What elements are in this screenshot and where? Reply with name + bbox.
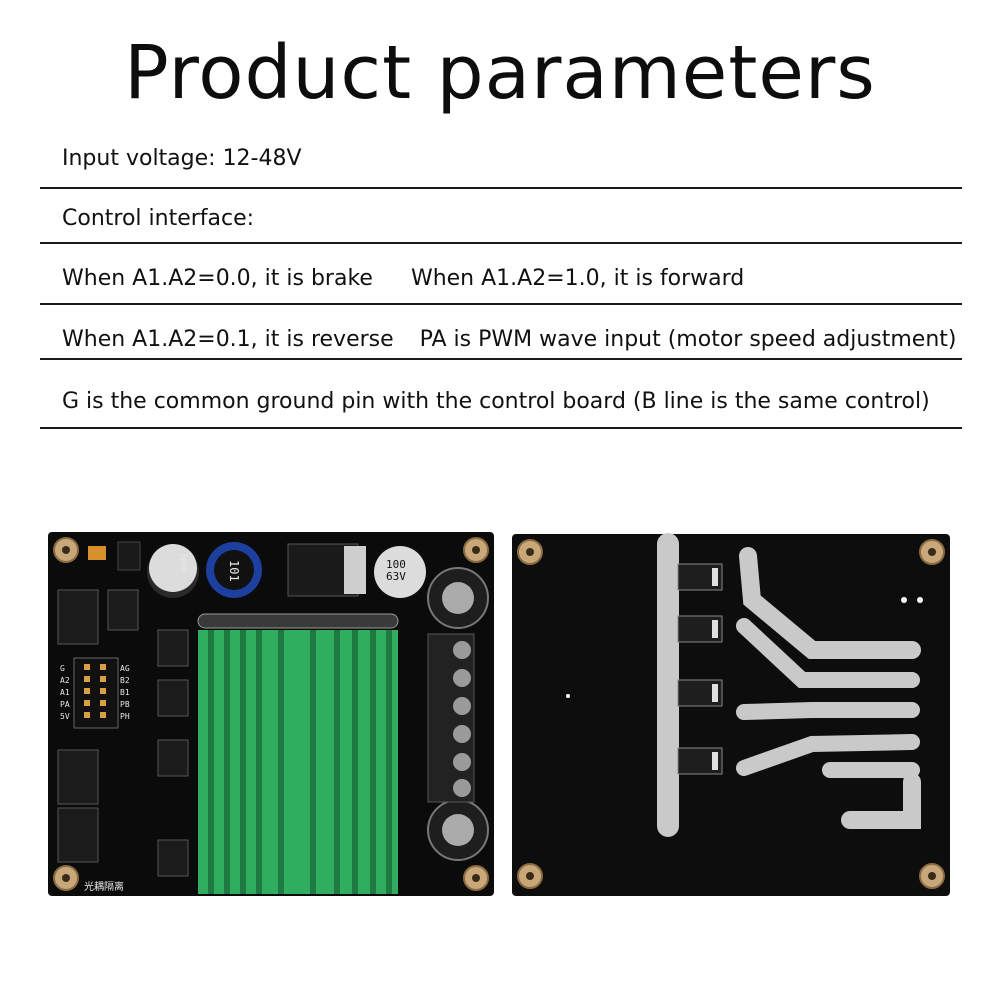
pin-label-b2: B2 bbox=[120, 676, 130, 685]
pwm-text: PA is PWM wave input (motor speed adjust… bbox=[419, 327, 957, 352]
brake-text: When A1.A2=0.0, it is brake bbox=[62, 266, 373, 291]
brake-forward-spec: When A1.A2=0.0, it is brake When A1.A2=1.… bbox=[62, 266, 744, 291]
divider bbox=[40, 303, 962, 305]
cap-right-label: 100 bbox=[386, 558, 406, 571]
pin-label-pb: PB bbox=[120, 700, 130, 709]
inductor-label: 101 bbox=[227, 560, 241, 582]
divider bbox=[40, 358, 962, 360]
reverse-pwm-spec: When A1.A2=0.1, it is reverse PA is PWM w… bbox=[62, 327, 957, 352]
pin-label-b1: B1 bbox=[120, 688, 130, 697]
pin-label-g: G bbox=[60, 664, 65, 673]
pin-label-5v: 5V bbox=[60, 712, 70, 721]
pin-label-ph: PH bbox=[120, 712, 130, 721]
pin-label-a1: A1 bbox=[60, 688, 70, 697]
divider bbox=[40, 187, 962, 189]
forward-text: When A1.A2=1.0, it is forward bbox=[410, 266, 745, 291]
pin-label-a2: A2 bbox=[60, 676, 70, 685]
board-front-photo: 1000 101 100 63V G A bbox=[48, 532, 494, 896]
divider bbox=[40, 242, 962, 244]
cap-left-label: 1000 bbox=[179, 553, 188, 572]
page-title: Product parameters bbox=[124, 30, 876, 116]
reverse-text: When A1.A2=0.1, it is reverse bbox=[62, 327, 394, 352]
board-back-photo bbox=[512, 533, 950, 896]
input-voltage-spec: Input voltage: 12-48V bbox=[62, 146, 302, 171]
control-interface-spec: Control interface: bbox=[62, 206, 255, 231]
pin-label-pa: PA bbox=[60, 700, 70, 709]
board-logo-text: 光耦隔离 bbox=[84, 880, 124, 893]
ground-spec: G is the common ground pin with the cont… bbox=[62, 389, 930, 414]
cap-right-voltage: 63V bbox=[386, 570, 406, 583]
pin-label-ag: AG bbox=[120, 664, 130, 673]
divider bbox=[40, 427, 962, 429]
